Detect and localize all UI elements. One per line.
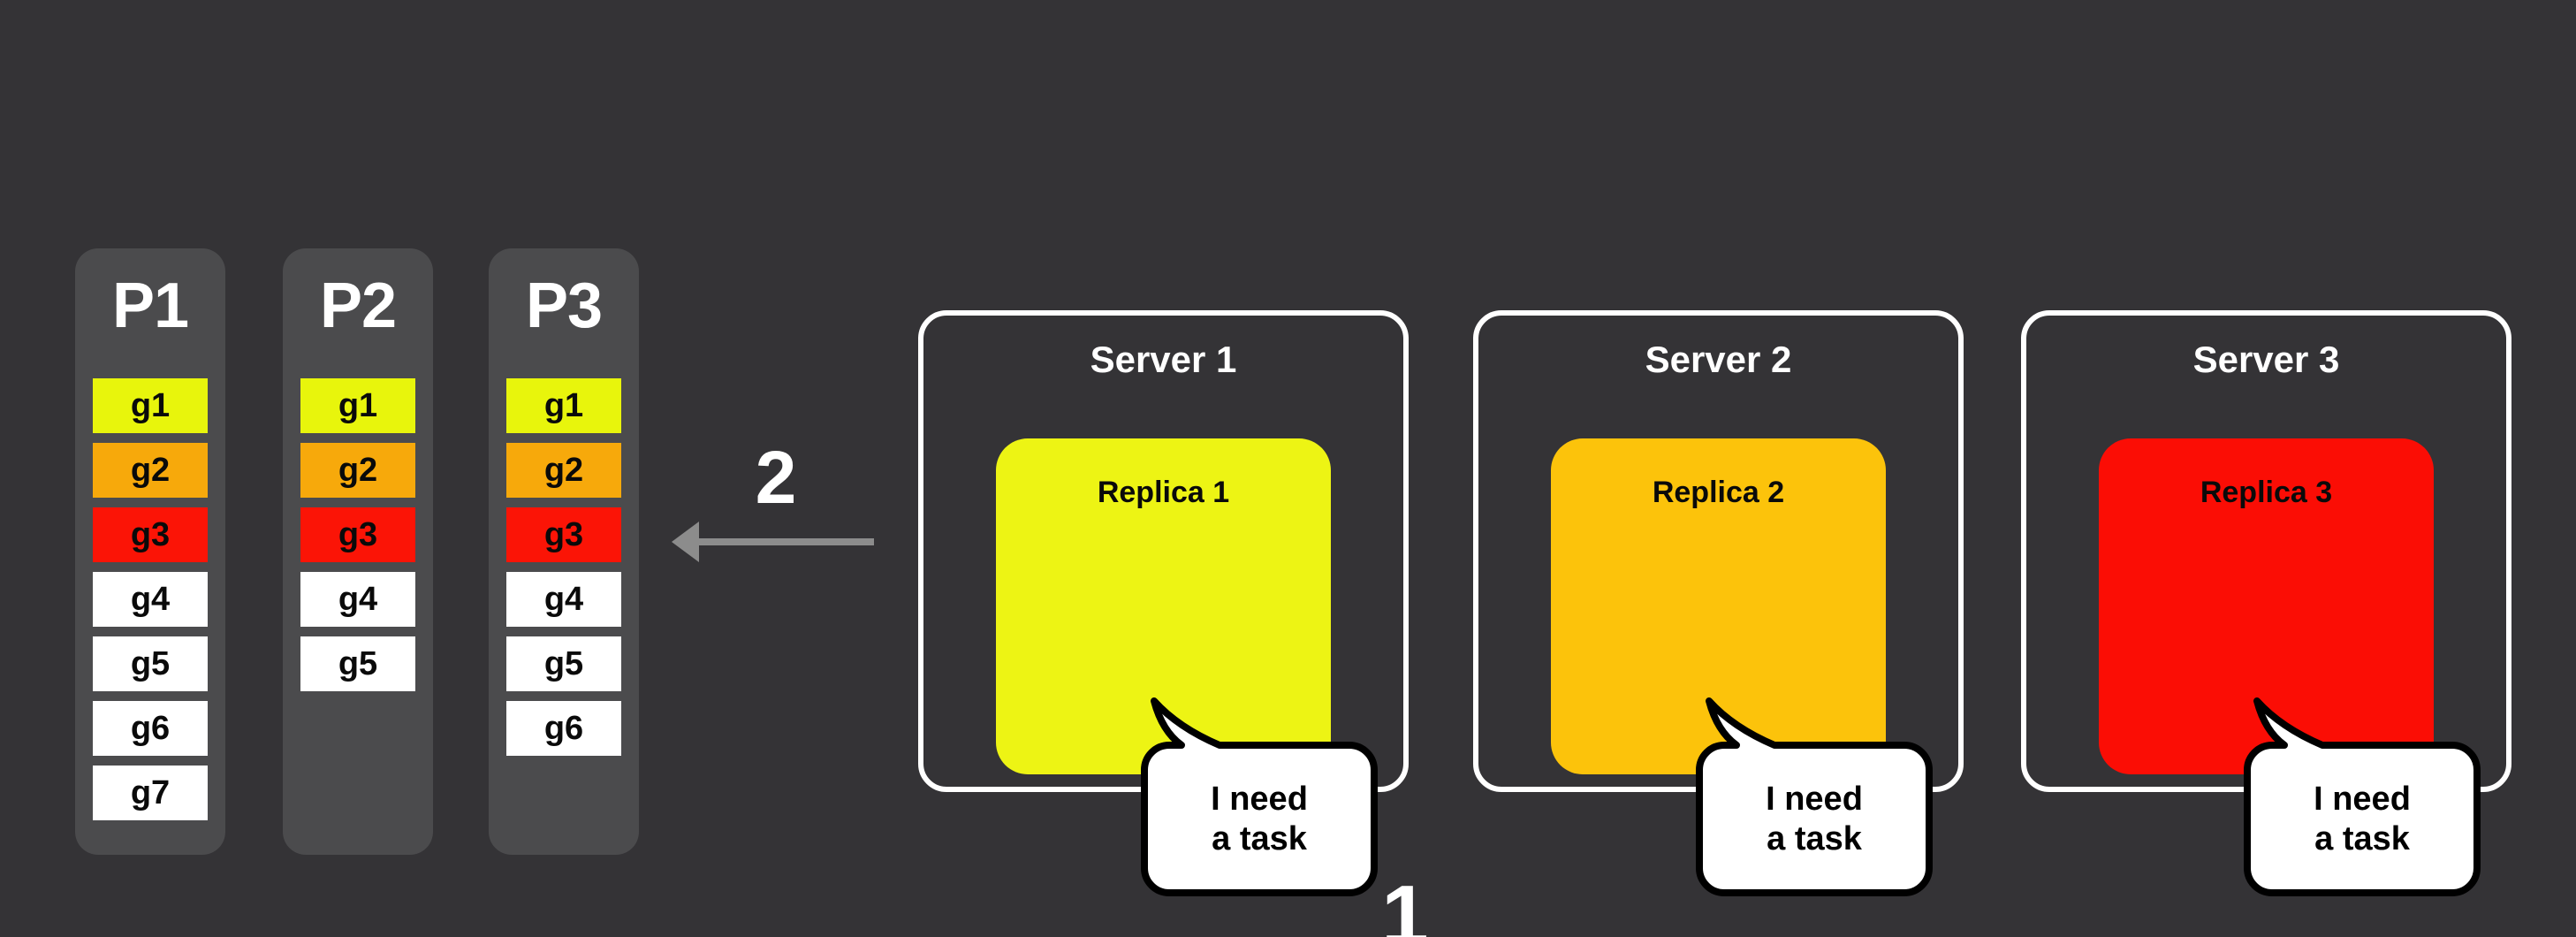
replica-label: Replica 1 [1097,476,1230,509]
speech-bubble [1696,697,1933,896]
partition-column-p2: P2 g1 g2 g3 g4 g5 [283,248,433,855]
replica-label: Replica 3 [2200,476,2333,509]
bubble-line-2: a task [1212,819,1307,857]
server-box-3: Server 3 Replica 3 I need a task [2021,310,2511,896]
step-1-label: 1 [1381,868,1429,937]
task-cell: g4 [300,572,415,627]
task-cell: g5 [300,636,415,691]
task-cell: g4 [93,572,208,627]
task-list: g1 g2 g3 g4 g5 [300,378,415,701]
bubble-line-1: I need [1766,780,1863,818]
partition-title: P1 [111,270,189,341]
bubble-text: I need a task [2247,745,2477,893]
speech-bubble [1141,697,1378,896]
task-cell: g1 [506,378,621,433]
partition-title: P2 [319,270,397,341]
task-cell: g3 [93,507,208,562]
task-cell: g1 [300,378,415,433]
task-cell: g4 [506,572,621,627]
bubble-text: I need a task [1144,745,1374,893]
task-cell: g2 [506,443,621,498]
task-cell: g6 [93,701,208,756]
task-cell: g1 [93,378,208,433]
partition-column-p1: P1 g1 g2 g3 g4 g5 g6 g7 [75,248,225,855]
step-2-label: 2 [755,436,797,519]
server-box-2: Server 2 Replica 2 I need a task [1473,310,1964,896]
task-list: g1 g2 g3 g4 g5 g6 g7 [93,378,208,830]
task-cell: g3 [300,507,415,562]
task-cell: g7 [93,766,208,820]
server-title: Server 2 [1645,339,1792,380]
bubble-line-2: a task [2314,819,2410,857]
bubble-text: I need a task [1699,745,1929,893]
task-cell: g5 [93,636,208,691]
task-cell: g3 [506,507,621,562]
task-cell: g6 [506,701,621,756]
bubble-line-2: a task [1767,819,1862,857]
partition-title: P3 [525,270,603,341]
replica-label: Replica 2 [1652,476,1785,509]
left-arrow-icon [672,522,874,562]
server-title: Server 3 [2192,339,2340,380]
speech-bubble [2244,697,2481,896]
replica-box: Replica 2 [1551,438,1886,774]
server-title: Server 1 [1090,339,1237,380]
server-box-1: Server 1 Replica 1 I need a task [918,310,1409,896]
bubble-line-1: I need [1211,780,1308,818]
bubble-line-1: I need [2314,780,2411,818]
partition-column-p3: P3 g1 g2 g3 g4 g5 g6 [489,248,639,855]
task-cell: g5 [506,636,621,691]
task-cell: g2 [300,443,415,498]
task-cell: g2 [93,443,208,498]
task-list: g1 g2 g3 g4 g5 g6 [506,378,621,766]
